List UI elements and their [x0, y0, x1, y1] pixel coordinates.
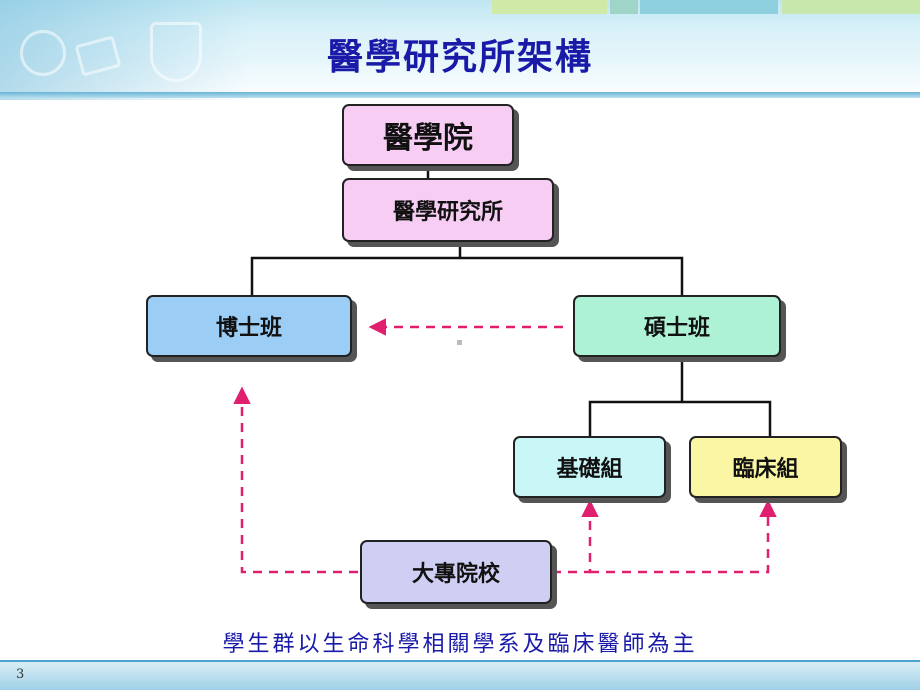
slide-footer	[0, 662, 920, 690]
footer-divider	[0, 660, 920, 663]
slide-header	[0, 0, 920, 100]
node-university: 大專院校	[360, 540, 552, 604]
header-accent-bar	[492, 0, 607, 14]
connector-tree-horizontal	[250, 256, 684, 295]
page-number: 3	[16, 667, 25, 682]
decorative-shield-icon	[150, 22, 202, 82]
arrow-university-to-basic	[552, 499, 599, 574]
arrow-university-to-clinical	[590, 499, 777, 574]
node-college: 醫學院	[342, 104, 514, 166]
footnote: 學生群以生命科學相關學系及臨床醫師為主	[222, 632, 698, 657]
slide-title: 醫學研究所架構	[326, 36, 593, 78]
arrow-university-to-phd	[233, 386, 358, 574]
node-institute: 醫學研究所	[342, 178, 554, 242]
node-basic-track: 基礎組	[513, 436, 666, 498]
header-accent-bar	[782, 0, 920, 14]
header-divider	[0, 92, 920, 98]
connector-tracks-horizontal	[588, 400, 772, 436]
decorative-ring-icon	[20, 30, 66, 76]
placeholder-dot	[457, 340, 462, 345]
node-clinical-track: 臨床組	[689, 436, 842, 498]
header-accent-bar	[610, 0, 638, 14]
header-accent-bar	[640, 0, 778, 14]
node-phd-program: 博士班	[146, 295, 352, 357]
node-master-program: 碩士班	[573, 295, 781, 357]
